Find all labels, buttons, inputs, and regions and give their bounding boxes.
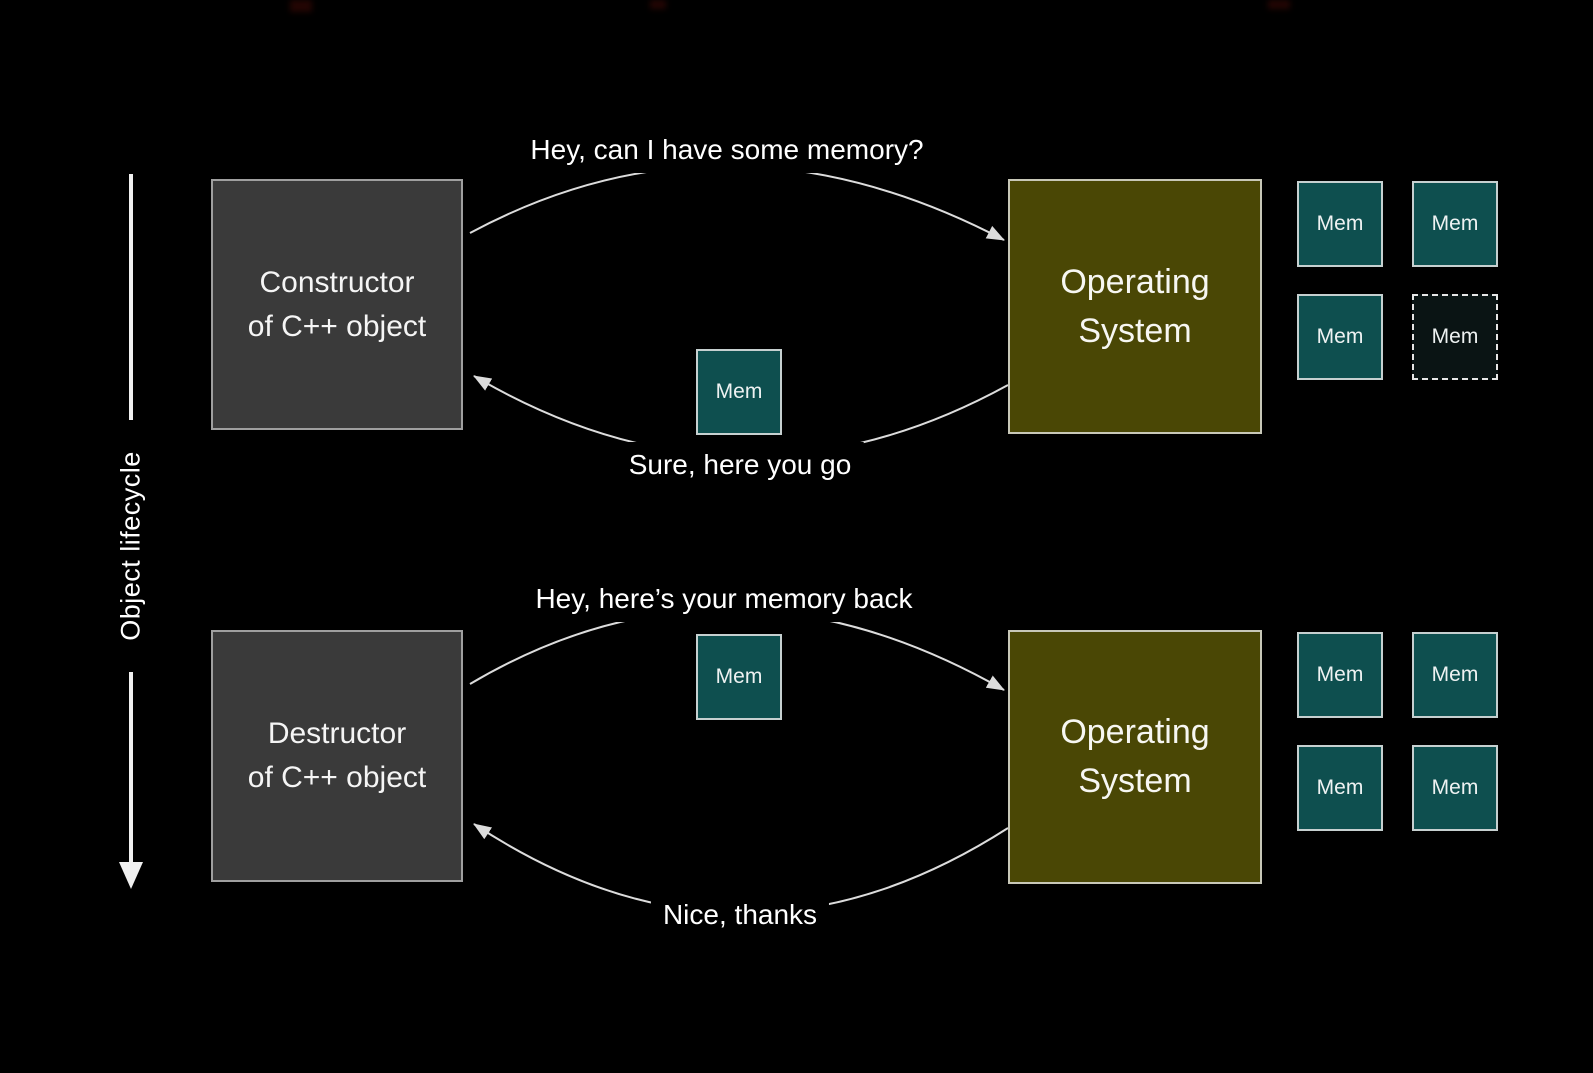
video-artifact [1268,0,1290,9]
mem-label: Mem [1431,325,1479,348]
constructor-label-line1: Constructor [259,265,415,299]
mem-transfer-bottom: Mem [696,634,782,720]
video-artifact [290,0,312,12]
operating-system-box-bottom: Operating System [1008,630,1262,884]
request-arrow-top [469,164,1005,241]
mem-cell: Mem [1297,745,1383,831]
mem-label: Mem [1316,325,1364,348]
mem-cell: Mem [1297,294,1383,380]
lifecycle-axis-arrowhead-icon [119,862,143,889]
mem-label: Mem [1431,212,1479,235]
response-label-bottom: Nice, thanks [650,892,830,938]
mem-label: Mem [715,665,763,688]
destructor-label-line2: of C++ object [247,761,427,794]
os-bottom-label-line1: Operating [1060,713,1210,751]
mem-label: Mem [1316,776,1364,799]
destructor-box: Destructor of C++ object [211,630,463,882]
lifecycle-axis-line-top [129,174,133,420]
os-top-label-line1: Operating [1060,262,1210,301]
mem-cell: Mem [1297,632,1383,718]
os-top-label-line2: System [1078,311,1192,350]
mem-cell: Mem [1412,632,1498,718]
constructor-label-line2: of C++ object [247,309,427,343]
operating-system-box-top: Operating System [1008,179,1262,434]
mem-transfer-top: Mem [696,349,782,435]
mem-label: Mem [1316,212,1364,235]
video-artifact [650,0,666,9]
request-label-bottom: Hey, here’s your memory back [523,576,925,622]
mem-label: Mem [1431,663,1479,686]
mem-cell: Mem [1412,181,1498,267]
request-label-top: Hey, can I have some memory? [518,127,936,173]
mem-label: Mem [715,380,763,403]
mem-cell: Mem [1412,745,1498,831]
response-label-top: Sure, here you go [616,442,864,488]
mem-label: Mem [1431,776,1479,799]
mem-cell-loaned: Mem [1412,294,1498,380]
mem-cell: Mem [1297,181,1383,267]
destructor-label-line1: Destructor [267,717,407,750]
lifecycle-axis-line-bottom [129,672,133,863]
mem-label: Mem [1316,663,1364,686]
os-bottom-label-line2: System [1078,762,1192,800]
lifecycle-axis-label: Object lifecycle [115,451,146,641]
constructor-box: Constructor of C++ object [211,179,463,430]
